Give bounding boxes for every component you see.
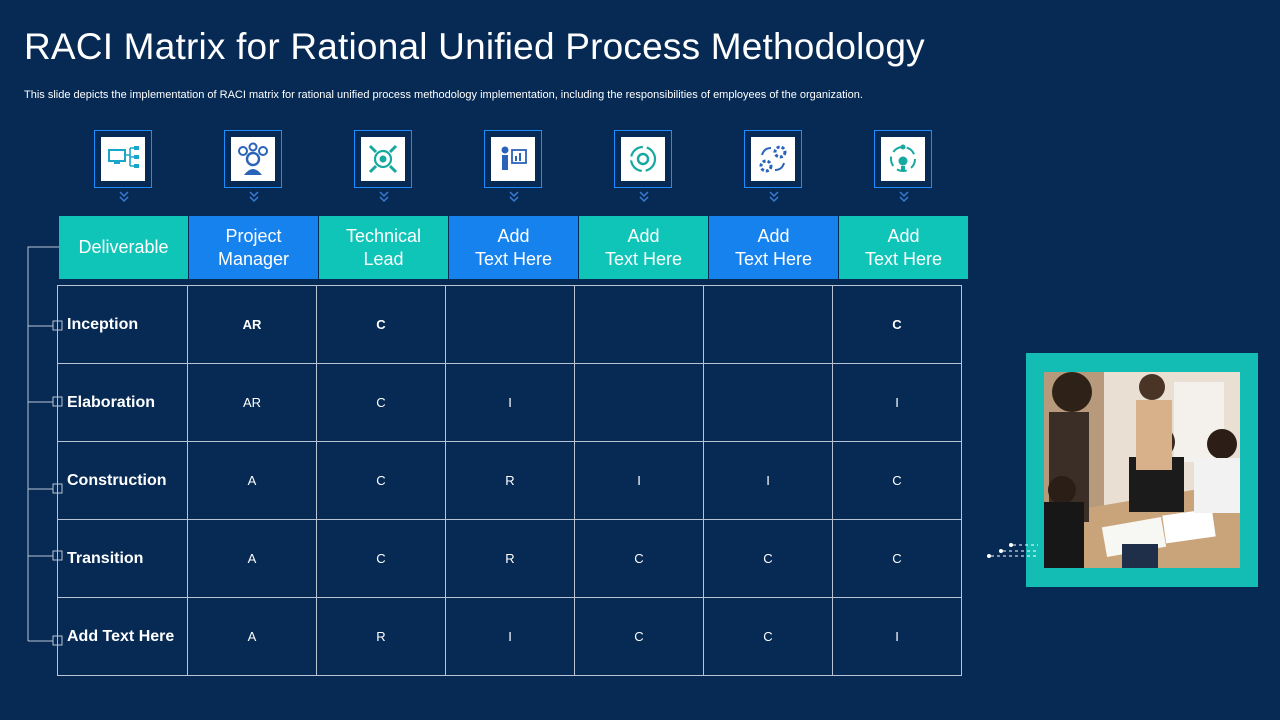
table-cell: I	[574, 441, 704, 520]
page-title: RACI Matrix for Rational Unified Process…	[24, 26, 925, 67]
table-cell: C	[832, 519, 962, 598]
table-cell: C	[316, 285, 446, 364]
table-cell: C	[574, 597, 704, 676]
presenter-chart-icon	[501, 146, 527, 170]
table-cell: A	[187, 519, 317, 598]
table-cell	[574, 285, 704, 364]
table-cell: C	[316, 519, 446, 598]
table-cell	[703, 285, 833, 364]
bulb-gears-icon	[890, 144, 916, 172]
table-cell: C	[703, 519, 833, 598]
table-cell: C	[316, 363, 446, 442]
chevron-down-icon	[377, 189, 391, 203]
table-cell: A	[187, 597, 317, 676]
monitor-flow-icon-box	[94, 130, 152, 188]
monitor-flow-icon	[108, 146, 139, 168]
decorative-dots	[987, 543, 1038, 558]
table-row: Add Text Here A R I C C I	[57, 597, 962, 676]
table-cell: I	[832, 597, 962, 676]
table-cell	[445, 285, 575, 364]
table-cell: I	[445, 363, 575, 442]
chevron-down-icon	[767, 189, 781, 203]
recycle-gear-icon	[629, 145, 657, 173]
raci-table: Inception AR C C Elaboration AR C I I Co…	[57, 285, 962, 676]
row-label: Construction	[57, 441, 188, 520]
table-cell: C	[832, 285, 962, 364]
table-row: Elaboration AR C I I	[57, 363, 962, 442]
team-gear-icon-box	[224, 130, 282, 188]
column-header-5: Add Text Here	[579, 216, 708, 279]
row-label: Add Text Here	[57, 597, 188, 676]
target-tools-icon	[368, 144, 398, 174]
table-row: Inception AR C C	[57, 285, 962, 364]
page-subtitle: This slide depicts the implementation of…	[24, 89, 863, 101]
table-cell: C	[832, 441, 962, 520]
table-row: Transition A C R C C C	[57, 519, 962, 598]
table-cell: R	[316, 597, 446, 676]
chevron-down-icon	[637, 189, 651, 203]
column-header-4: Add Text Here	[449, 216, 578, 279]
gears-exchange-icon	[759, 145, 787, 173]
table-cell: C	[574, 519, 704, 598]
table-cell: C	[703, 597, 833, 676]
table-row: Construction A C R I I C	[57, 441, 962, 520]
table-cell: AR	[187, 363, 317, 442]
column-header-deliverable: Deliverable	[59, 216, 188, 279]
chevron-down-icon	[117, 189, 131, 203]
chevron-down-icon	[897, 189, 911, 203]
presenter-chart-icon-box	[484, 130, 542, 188]
column-header-technical-lead: Technical Lead	[319, 216, 448, 279]
table-cell: I	[703, 441, 833, 520]
gears-exchange-icon-box	[744, 130, 802, 188]
team-gear-icon	[238, 142, 268, 175]
column-header-project-manager: Project Manager	[189, 216, 318, 279]
table-cell	[703, 363, 833, 442]
table-cell: R	[445, 441, 575, 520]
chevron-down-icon	[247, 189, 261, 203]
row-label: Transition	[57, 519, 188, 598]
table-cell	[574, 363, 704, 442]
team-photo	[1044, 372, 1240, 568]
target-tools-icon-box	[354, 130, 412, 188]
column-header-6: Add Text Here	[709, 216, 838, 279]
table-cell: A	[187, 441, 317, 520]
bulb-gears-icon-box	[874, 130, 932, 188]
table-cell: AR	[187, 285, 317, 364]
table-cell: I	[832, 363, 962, 442]
recycle-gear-icon-box	[614, 130, 672, 188]
table-cell: I	[445, 597, 575, 676]
row-label: Elaboration	[57, 363, 188, 442]
column-header-7: Add Text Here	[839, 216, 968, 279]
row-label: Inception	[57, 285, 188, 364]
table-cell: R	[445, 519, 575, 598]
chevron-down-icon	[507, 189, 521, 203]
table-cell: C	[316, 441, 446, 520]
